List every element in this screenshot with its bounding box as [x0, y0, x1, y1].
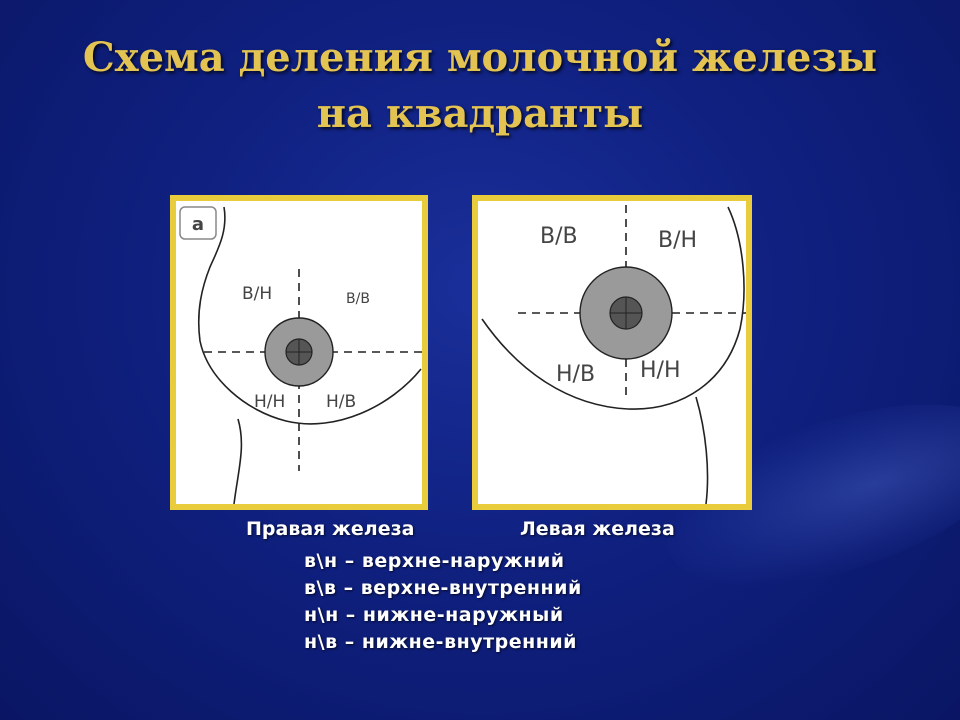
quadrant-label-upper-right: В/В [346, 291, 370, 307]
caption-right-breast: Правая железа [246, 518, 415, 540]
body-contour [695, 396, 709, 504]
breast-contour [481, 206, 745, 410]
right-breast-svg: а В/Н В/В Н/Н Н/В [179, 206, 422, 504]
panel-tag-box [179, 206, 217, 240]
quadrant-label-upper-left: В/В [540, 224, 578, 249]
quadrant-label-upper-right: В/Н [658, 228, 697, 253]
right-breast-diagram: а В/Н В/В Н/Н Н/В [170, 195, 428, 510]
panel-tag-label: а [192, 214, 204, 235]
left-breast-svg: В/В В/Н Н/В Н/Н [481, 205, 746, 504]
legend-item-lower-outer: н\н – нижне-наружный [304, 604, 564, 626]
legend-item-upper-inner: в\в – верхне-внутренний [304, 577, 582, 599]
slide-title: Схема деления молочной железы на квадран… [0, 30, 960, 142]
legend-item-upper-outer: в\н – верхне-наружний [304, 550, 565, 572]
breast-contour [197, 206, 422, 425]
legend-item-lower-inner: н\в – нижне-внутренний [304, 631, 577, 653]
quadrant-label-lower-left: Н/В [556, 362, 595, 387]
quadrant-label-lower-left: Н/Н [254, 392, 285, 412]
quadrant-label-lower-right: Н/Н [640, 358, 681, 383]
title-line-2: на квадранты [316, 90, 644, 137]
quadrant-label-upper-left: В/Н [242, 284, 272, 304]
left-breast-diagram: В/В В/Н Н/В Н/Н [472, 195, 752, 510]
title-line-1: Схема деления молочной железы [82, 34, 878, 81]
legend: Правая железа Левая железа в\н – верхне-… [0, 518, 960, 656]
quadrant-label-lower-right: Н/В [326, 392, 356, 412]
body-contour [233, 418, 243, 504]
caption-left-breast: Левая железа [520, 518, 675, 540]
panel-captions: Правая железа Левая железа [0, 518, 960, 548]
